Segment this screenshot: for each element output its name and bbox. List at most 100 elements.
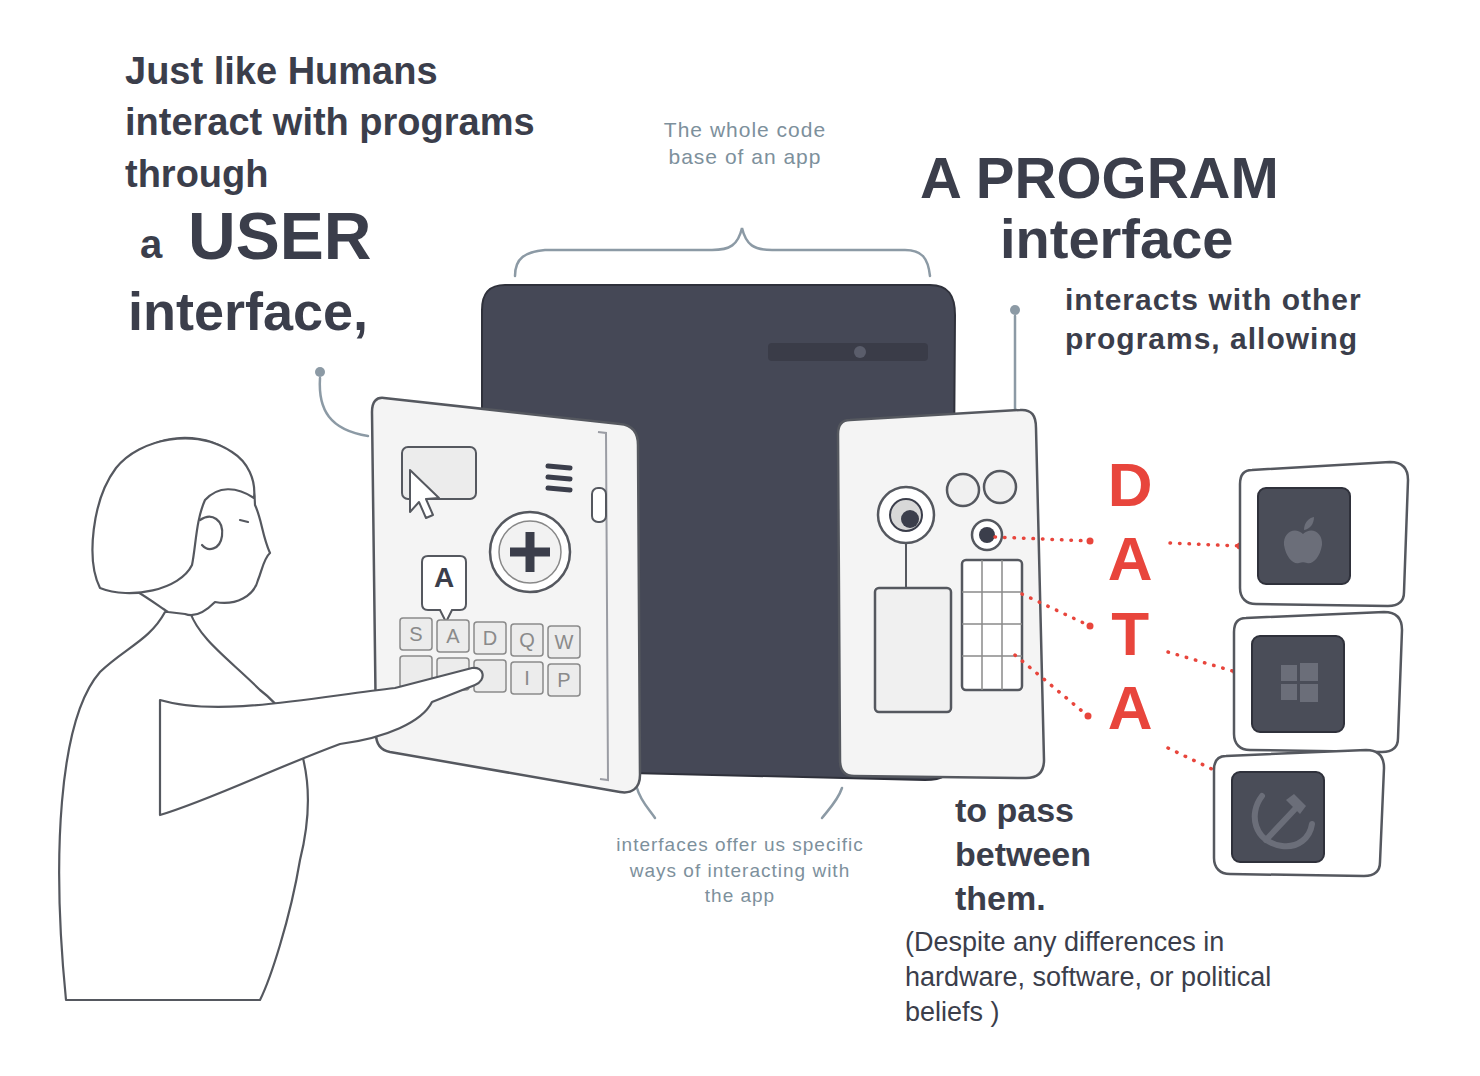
- user-interface-panel: [548, 626, 580, 658]
- user-interface-panel: [511, 624, 543, 656]
- aside-text: (Despite any differences in hardware, so…: [905, 925, 1325, 1030]
- key-letter: I: [511, 666, 543, 690]
- body-text: to pass between them.: [955, 788, 1185, 921]
- hammer-sickle-computer-cube: [1266, 808, 1296, 840]
- apple-computer-cube: [1240, 462, 1408, 606]
- windows-computer-cube: [1252, 636, 1344, 732]
- windows-computer-cube: [1234, 612, 1402, 752]
- program-interface-panel: [979, 527, 995, 543]
- program-interface-panel: [962, 560, 1022, 690]
- program-interface-panel: [947, 474, 979, 506]
- heading-text: Just like Humans interact with programs …: [125, 46, 545, 200]
- person-figure: [240, 520, 248, 522]
- leader-dot: [315, 367, 325, 377]
- hammer-sickle-computer-cube: [1214, 750, 1384, 876]
- program-interface-panel: [905, 543, 907, 588]
- program-interface-panel: [875, 588, 951, 712]
- apple-computer-cube: [1240, 462, 1408, 606]
- leader-line: [320, 378, 368, 436]
- user-interface-panel: [548, 664, 580, 696]
- key-letter: S: [400, 622, 432, 646]
- leader-line: [637, 788, 655, 818]
- user-interface-panel: [511, 662, 543, 694]
- hammer-sickle-computer-cube: [1286, 794, 1306, 814]
- user-interface-panel: [548, 488, 570, 490]
- program-interface-panel: [984, 471, 1016, 503]
- heading-emphasis: A PROGRAM: [920, 146, 1279, 210]
- user-interface-panel: [499, 521, 561, 583]
- body-text: interacts with other programs, allowing: [1065, 280, 1385, 358]
- windows-computer-cube: [1300, 663, 1318, 681]
- heading-text: interface,: [128, 282, 368, 341]
- data-line-dot: [1087, 623, 1094, 630]
- leader-dot: [1010, 305, 1020, 315]
- heading-text: interface: [1000, 208, 1233, 270]
- key-letter: Q: [511, 628, 543, 652]
- user-interface-panel: [372, 398, 640, 793]
- data-line: [1015, 655, 1088, 716]
- program-interface-panel: [890, 499, 922, 531]
- user-interface-panel: [474, 622, 506, 654]
- code-base-brace: [515, 228, 930, 276]
- leader-line: [1014, 316, 1017, 420]
- key-letter: D: [474, 626, 506, 650]
- data-line: [1168, 748, 1218, 772]
- windows-computer-cube: [1281, 665, 1297, 681]
- data-line: [995, 537, 1090, 541]
- person-figure: [93, 439, 255, 593]
- person-figure: [200, 517, 222, 549]
- annotation-text: The whole code base of an app: [640, 116, 850, 171]
- program-interface-panel: [962, 623, 1022, 625]
- program-interface-panel: [838, 410, 1044, 778]
- leader-line: [822, 788, 842, 818]
- program-interface-panel: [962, 655, 1022, 657]
- data-line-dot: [1087, 538, 1094, 545]
- windows-computer-cube: [1281, 663, 1318, 702]
- apple-computer-cube: [1258, 488, 1350, 584]
- person-figure: [59, 438, 482, 1000]
- hammer-sickle-computer-cube: [1214, 750, 1384, 876]
- data-line-dot: [1085, 713, 1092, 720]
- data-word: DATA: [1096, 448, 1164, 746]
- apple-computer-cube: [1284, 530, 1322, 563]
- person-figure: [160, 668, 483, 815]
- user-interface-panel: [548, 466, 570, 490]
- program-interface-panel: [901, 510, 919, 528]
- program-interface-panel: [962, 591, 1022, 593]
- program-interface-panel: [1001, 560, 1003, 690]
- code-base-cube: [854, 346, 866, 358]
- hammer-sickle-computer-cube: [1232, 772, 1324, 862]
- user-interface-panel: [400, 618, 432, 650]
- annotation-text: interfaces offer us specific ways of int…: [612, 832, 868, 909]
- user-interface-panel: [548, 466, 570, 468]
- user-interface-panel: [410, 470, 439, 518]
- data-line: [1170, 543, 1240, 546]
- heading-text: a: [140, 222, 162, 266]
- apple-computer-cube: [1304, 517, 1314, 530]
- key-letter: W: [548, 630, 580, 654]
- user-interface-panel: [598, 432, 608, 780]
- user-interface-panel: [592, 488, 606, 522]
- key-letter: P: [548, 668, 580, 692]
- user-interface-panel: [548, 477, 570, 479]
- program-interface-panel: [981, 560, 983, 690]
- heading-emphasis: USER: [188, 200, 371, 273]
- data-line: [1168, 652, 1236, 672]
- key-letter: A: [437, 624, 469, 648]
- data-line: [1022, 594, 1090, 626]
- program-interface-panel: [878, 487, 934, 543]
- program-interface-panel: [838, 410, 1044, 778]
- windows-computer-cube: [1281, 684, 1297, 700]
- user-interface-panel: [372, 398, 640, 793]
- user-interface-panel: [422, 556, 466, 622]
- user-interface-panel: [437, 620, 469, 652]
- code-base-cube: [768, 343, 928, 361]
- user-interface-panel: [510, 532, 550, 572]
- typed-letter: A: [422, 563, 466, 594]
- program-interface-panel: [972, 520, 1002, 550]
- windows-computer-cube: [1234, 612, 1402, 752]
- user-interface-panel: [490, 512, 570, 592]
- windows-computer-cube: [1300, 684, 1318, 702]
- program-interface-panel: [962, 560, 1022, 690]
